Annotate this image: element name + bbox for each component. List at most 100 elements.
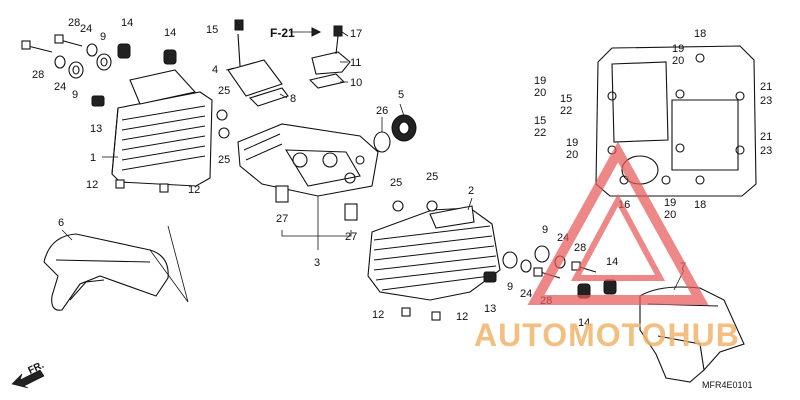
cap-12d: [431, 311, 441, 321]
washer-24c: [520, 259, 532, 273]
callout-9a: 9: [100, 31, 106, 43]
cylinder-head-3: [237, 123, 379, 250]
grommet-14d: [603, 279, 617, 295]
callout-19b: 19: [534, 75, 546, 87]
cover-4: [227, 19, 283, 97]
cap-12a: [115, 179, 125, 189]
gasket-10: [308, 73, 346, 89]
callout-20c: 20: [566, 149, 578, 161]
callout-26: 26: [376, 105, 388, 117]
callout-20a: 20: [672, 55, 684, 67]
callout-3: 3: [314, 257, 320, 269]
section-reference: F-21: [270, 26, 295, 40]
callout-5: 5: [398, 89, 404, 101]
callout-18a: 18: [694, 28, 706, 40]
callout-2: 2: [468, 185, 474, 197]
callout-28a: 28: [68, 17, 80, 29]
callout-14b: 14: [164, 27, 176, 39]
side-cover-6: [43, 225, 189, 311]
callout-19a: 19: [672, 43, 684, 55]
figure-code: MFR4E0101: [702, 380, 753, 390]
callout-12d: 12: [456, 311, 468, 323]
callout-14d: 14: [578, 317, 590, 329]
callout-25c: 25: [390, 177, 402, 189]
callout-4: 4: [212, 64, 218, 76]
oring-26: [373, 131, 391, 153]
cap-12b: [159, 183, 169, 193]
callout-9d: 9: [507, 281, 513, 293]
bolt-25d: [426, 200, 438, 212]
nut-13b: [483, 271, 497, 283]
callout-23b: 23: [760, 145, 772, 157]
watermark-logo: [527, 141, 709, 305]
callout-13a: 13: [90, 123, 102, 135]
callout-23a: 23: [760, 95, 772, 107]
callout-27b: 27: [345, 231, 357, 243]
bolt-25b: [218, 127, 230, 139]
callout-14c: 14: [606, 256, 618, 268]
valve-guide-27a: [275, 185, 289, 203]
callout-22a: 22: [560, 105, 572, 117]
callout-9b: 9: [72, 89, 78, 101]
callout-19c: 19: [566, 137, 578, 149]
seal-9d: [534, 245, 550, 263]
callout-13b: 13: [484, 303, 496, 315]
callout-24b: 24: [54, 81, 66, 93]
nut-13a: [91, 95, 105, 107]
callout-9c: 9: [542, 224, 548, 236]
callout-17: 17: [350, 28, 362, 40]
callout-15b: 15: [560, 93, 572, 105]
grommet-14a: [117, 43, 131, 59]
grommet-14b: [163, 49, 177, 65]
callout-10: 10: [350, 77, 362, 89]
callout-14a: 14: [121, 17, 133, 29]
callout-8: 8: [290, 93, 296, 105]
side-cover-7: [639, 286, 745, 383]
callout-24a: 24: [80, 23, 92, 35]
callout-12a: 12: [86, 179, 98, 191]
bolt-28b: [54, 34, 83, 47]
callout-27a: 27: [276, 213, 288, 225]
callout-15a: 15: [206, 24, 218, 36]
sensor-11: [311, 25, 351, 75]
valve-guide-27b: [344, 203, 358, 221]
callout-12b: 12: [188, 184, 200, 196]
seal-9b: [96, 53, 112, 71]
cylinder-2: [367, 205, 501, 301]
front-arrow-icon: [11, 369, 45, 389]
bolt-25c: [392, 200, 404, 212]
rocker-cover: [595, 45, 757, 197]
washer-24b: [86, 43, 98, 57]
callout-20d: 20: [664, 209, 676, 221]
washer-24a: [54, 55, 66, 69]
callout-28c: 28: [574, 242, 586, 254]
callout-21a: 21: [760, 81, 772, 93]
callout-18b: 18: [694, 199, 706, 211]
f21-arrow: [290, 27, 322, 37]
callout-20b: 20: [534, 87, 546, 99]
gasket-8: [248, 87, 289, 107]
watermark-text: AUTOMOTOHUB: [474, 317, 740, 353]
callout-25d: 25: [426, 171, 438, 183]
bolt-28a: [21, 40, 53, 53]
callout-24d: 24: [520, 288, 532, 300]
callout-1: 1: [90, 152, 96, 164]
seal-5: [391, 114, 417, 142]
callout-28b: 28: [32, 69, 44, 81]
callout-25a: 25: [218, 85, 230, 97]
callout-22b: 22: [534, 127, 546, 139]
bolt-25a: [216, 109, 228, 121]
cap-12c: [401, 307, 411, 317]
callout-6: 6: [58, 217, 64, 229]
callout-11: 11: [350, 57, 361, 69]
callout-12c: 12: [372, 309, 384, 321]
callout-21b: 21: [760, 131, 772, 143]
head-cover-1: [111, 69, 213, 187]
callout-15c: 15: [534, 115, 546, 127]
seal-9c: [502, 251, 518, 269]
callout-25b: 25: [218, 154, 230, 166]
callout-19d: 19: [664, 197, 676, 209]
seal-9a: [68, 61, 84, 79]
